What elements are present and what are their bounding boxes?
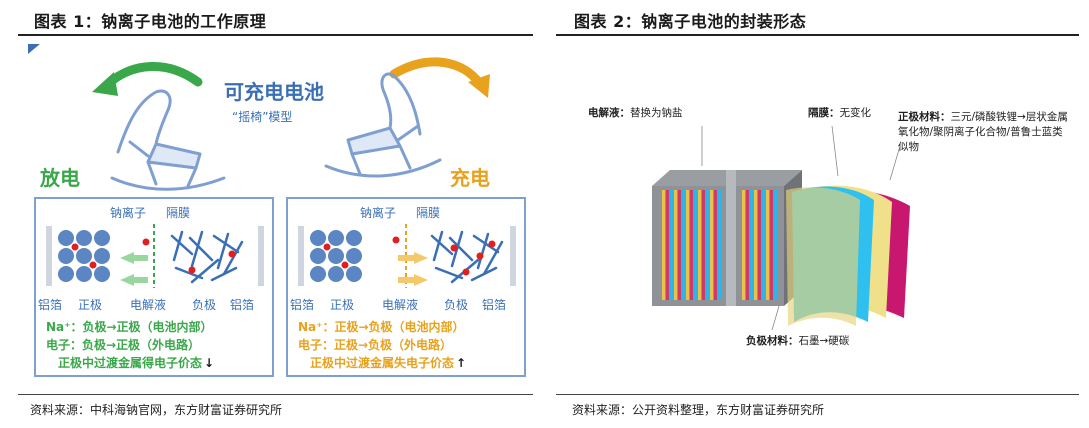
charge-bottom-label-1: 铝箔	[290, 298, 315, 312]
discharge-arrow-icon	[92, 62, 203, 96]
separator-label: 隔膜：无变化	[808, 106, 871, 121]
separator-bold: 隔膜：	[808, 107, 840, 119]
charge-arrow-up-icon: ↑	[456, 356, 467, 370]
discharge-membrane-label: 隔膜	[166, 206, 191, 220]
separator-text: 无变化	[839, 107, 872, 119]
anode-text: 石墨→硬碳	[798, 335, 850, 347]
electrolyte-label: 电解液：替换为钠盐	[588, 106, 683, 121]
discharge-line-2: 电子：负极→正极（外电路）	[46, 338, 201, 352]
discharge-bottom-label-5: 铝箔	[230, 298, 255, 312]
discharge-bottom-label-4: 负极	[192, 298, 217, 312]
right-source: 资料来源：公开资料整理，东方财富证券研究所	[572, 403, 825, 417]
left-source: 资料来源：中科海钠官网，东方财富证券研究所	[30, 403, 283, 417]
charge-membrane-label: 隔膜	[416, 206, 441, 220]
left-figure-title: 图表 1：钠离子电池的工作原理	[34, 12, 267, 31]
charge-line-3-text: 正极中过渡金属失电子价态	[310, 356, 455, 370]
discharge-label: 放电	[40, 166, 80, 190]
discharge-bottom-label-3: 电解液	[130, 298, 167, 312]
left-source-rule	[18, 394, 533, 395]
right-figure-title: 图表 2：钠离子电池的封装形态	[574, 12, 807, 31]
right-figure: 电解液：替换为钠盐 隔膜：无变化 正极材料：三元/磷酸铁锂→层状金属氧化物/聚阴…	[572, 44, 1079, 386]
right-source-rule	[556, 394, 1079, 395]
charge-line-1: Na⁺：正极→负极（电池内部）	[298, 320, 465, 334]
charge-line-3: 正极中过渡金属失电子价态↑	[310, 354, 466, 371]
discharge-line-3-text: 正极中过渡金属得电子价态	[58, 356, 203, 370]
heading: 可充电电池	[224, 80, 324, 104]
rocking-chair-left-icon	[110, 89, 226, 191]
cathode-label: 正极材料：三元/磷酸铁锂→层状金属氧化物/聚阴离子化合物/普鲁士蓝类似物	[898, 110, 1070, 155]
left-title-rule	[18, 34, 533, 36]
corner-mark-icon	[28, 44, 40, 54]
electrolyte-text: 替换为钠盐	[630, 107, 683, 119]
anode-label: 负极材料：石墨→硬碳	[746, 334, 849, 349]
discharge-bottom-label-1: 铝箔	[38, 298, 63, 312]
cathode-text: 三元/磷酸铁锂→层状金属氧化物/聚阴离子化合物/普鲁士蓝类似物	[898, 111, 1068, 153]
rocking-chair-right-icon	[324, 72, 442, 178]
charge-line-2: 电子：正极→负极（外电路）	[298, 338, 453, 352]
charge-label: 充电	[450, 166, 490, 190]
charge-cell-diagram	[298, 224, 516, 288]
charge-bottom-label-3: 电解液	[382, 298, 419, 312]
charge-arrow-icon	[389, 57, 490, 98]
discharge-cell-diagram	[46, 224, 264, 288]
charge-bottom-label-4: 负极	[444, 298, 469, 312]
left-figure: 可充电电池 “摇椅”模型 放电 充电 钠离子 隔膜 铝箔 正	[28, 44, 533, 386]
discharge-line-3: 正极中过渡金属得电子价态↓	[58, 354, 214, 371]
electrolyte-bold: 电解液：	[588, 107, 630, 119]
charge-bottom-label-5: 铝箔	[482, 298, 507, 312]
battery-pack-illustration	[652, 126, 910, 331]
discharge-line-1: Na⁺：负极→正极（电池内部）	[46, 320, 213, 334]
anode-bold: 负极材料：	[746, 335, 799, 347]
charge-bottom-label-2: 正极	[330, 298, 355, 312]
subheading: “摇椅”模型	[232, 110, 293, 124]
discharge-bottom-label-2: 正极	[78, 298, 103, 312]
discharge-ion-label: 钠离子	[110, 206, 147, 220]
right-title-rule	[556, 34, 1079, 36]
cathode-bold: 正极材料：	[898, 111, 951, 123]
discharge-arrow-down-icon: ↓	[204, 356, 215, 370]
charge-ion-label: 钠离子	[360, 206, 397, 220]
